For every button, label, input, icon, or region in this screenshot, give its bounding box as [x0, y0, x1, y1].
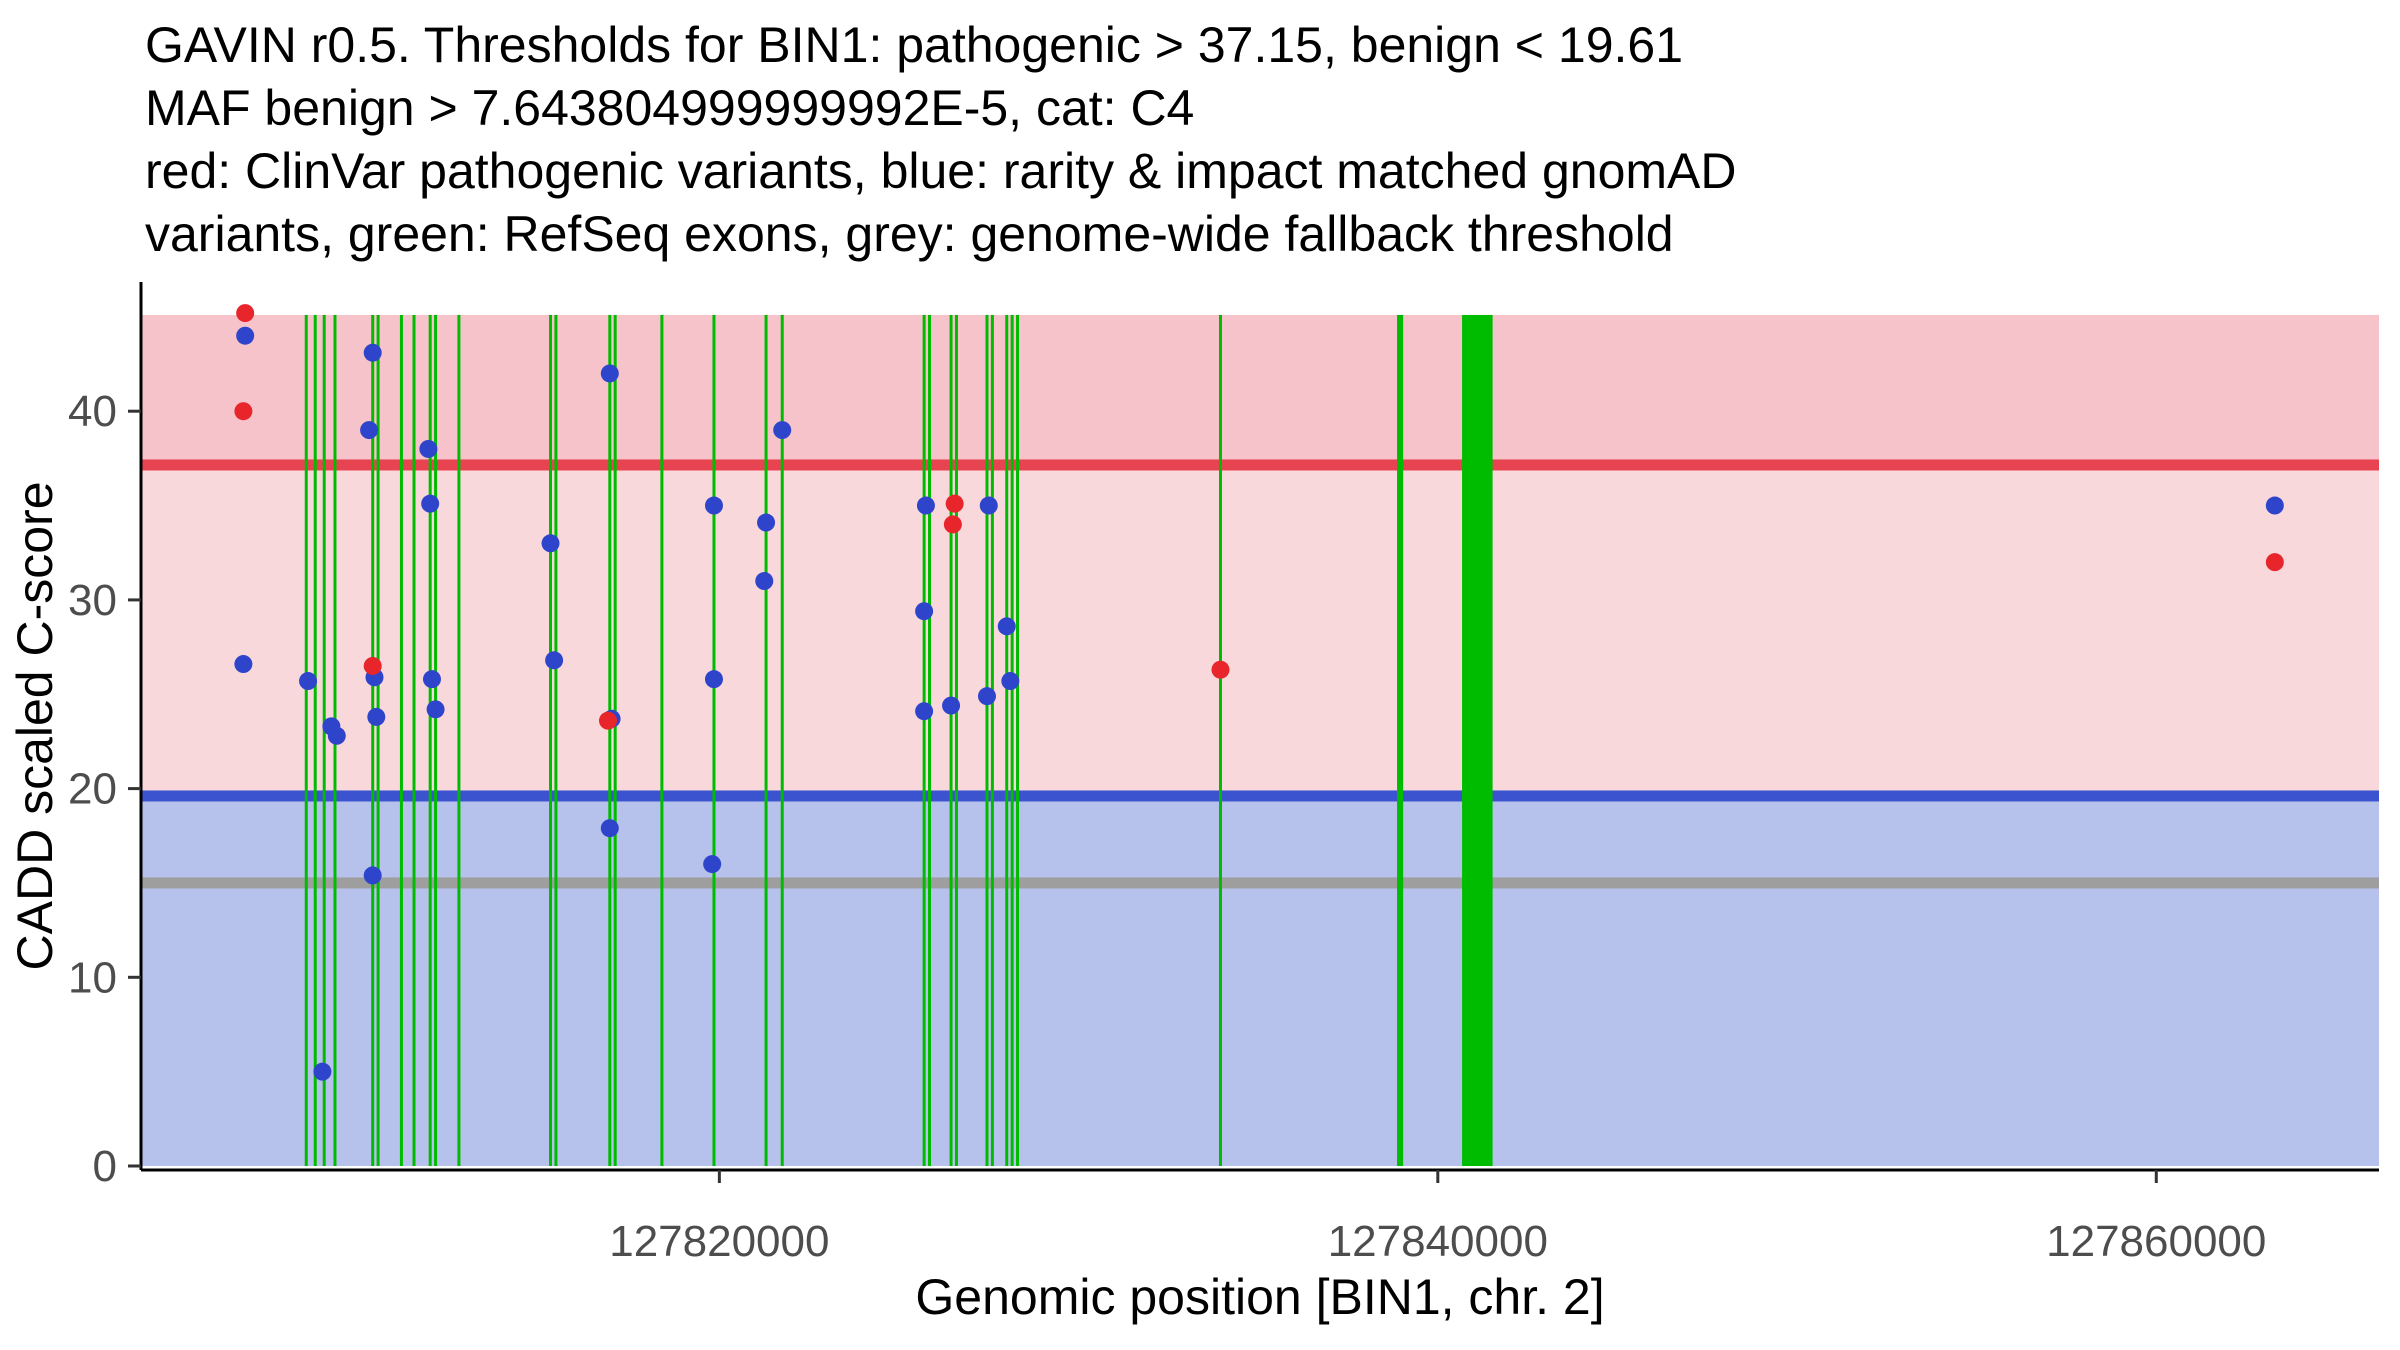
- pathogenic-band: [141, 314, 2379, 465]
- refseq-exon-line: [412, 314, 416, 1166]
- gnomad-matched-point: [915, 602, 934, 621]
- refseq-exon-line: [712, 314, 716, 1166]
- y-tick-label: 20: [68, 765, 117, 814]
- gnomad-matched-point: [419, 439, 438, 458]
- refseq-exon-line: [764, 314, 768, 1166]
- clinvar-pathogenic-point: [1211, 660, 1230, 679]
- clinvar-pathogenic-point: [598, 711, 617, 730]
- gnomad-matched-point: [234, 655, 253, 674]
- gnomad-matched-point: [422, 670, 441, 689]
- gnomad-matched-point: [600, 819, 619, 838]
- x-tick-label: 127820000: [609, 1217, 829, 1266]
- clinvar-pathogenic-point: [234, 402, 253, 421]
- y-tick-label: 30: [68, 576, 117, 625]
- x-tick-label: 127840000: [1328, 1217, 1548, 1266]
- benign-band: [141, 795, 2379, 1166]
- refseq-exon-line: [1462, 314, 1493, 1166]
- gnomad-matched-point: [363, 866, 382, 885]
- refseq-exon-line: [304, 314, 308, 1166]
- gnomad-matched-point: [755, 572, 774, 591]
- gnomad-matched-point: [236, 326, 255, 345]
- refseq-exon-line: [322, 314, 326, 1166]
- refseq-exon-line: [428, 314, 432, 1166]
- y-axis-title: CADD scaled C-score: [7, 481, 63, 970]
- refseq-exon-line: [660, 314, 664, 1166]
- genome-wide-fallback-threshold-line: [141, 877, 2379, 889]
- x-tick-label: 127860000: [2046, 1217, 2266, 1266]
- refseq-exon-line: [313, 314, 317, 1166]
- benign-threshold-line: [141, 790, 2379, 802]
- refseq-exon-line: [1016, 314, 1020, 1166]
- refseq-exon-line: [1397, 314, 1404, 1166]
- gnomad-matched-point: [942, 696, 961, 715]
- gnomad-matched-point: [997, 617, 1016, 636]
- refseq-exon-line: [376, 314, 380, 1166]
- refseq-exon-line: [554, 314, 558, 1166]
- gnomad-matched-point: [299, 672, 318, 691]
- refseq-exon-line: [928, 314, 932, 1166]
- gnomad-matched-point: [600, 364, 619, 383]
- clinvar-pathogenic-point: [236, 304, 255, 323]
- refseq-exon-line: [1005, 314, 1009, 1166]
- pathogenic-threshold-line: [141, 459, 2379, 471]
- gnomad-matched-point: [363, 343, 382, 362]
- refseq-exon-line: [985, 314, 989, 1166]
- title-line-1: GAVIN r0.5. Thresholds for BIN1: pathoge…: [145, 17, 1684, 73]
- gnomad-matched-point: [327, 726, 346, 745]
- refseq-exon-line: [990, 314, 994, 1166]
- gnomad-matched-point: [703, 855, 722, 874]
- y-tick-label: 40: [68, 387, 117, 436]
- gnomad-matched-point: [773, 421, 792, 440]
- gnomad-matched-point: [360, 421, 379, 440]
- title-line-2: MAF benign > 7.643804999999992E-5, cat: …: [145, 80, 1195, 136]
- refseq-exon-line: [1010, 314, 1014, 1166]
- clinvar-pathogenic-point: [363, 656, 382, 675]
- gnomad-matched-point: [545, 651, 564, 670]
- gnomad-matched-point: [313, 1062, 332, 1081]
- gnomad-matched-point: [916, 496, 935, 515]
- title-line-3: red: ClinVar pathogenic variants, blue: …: [145, 143, 1737, 199]
- y-tick-label: 10: [68, 953, 117, 1002]
- x-axis-title: Genomic position [BIN1, chr. 2]: [915, 1269, 1604, 1325]
- gnomad-matched-point: [1001, 672, 1020, 691]
- refseq-exon-line: [613, 314, 617, 1166]
- refseq-exon-line: [949, 314, 953, 1166]
- refseq-exon-line: [954, 314, 958, 1166]
- gnomad-matched-point: [704, 496, 723, 515]
- gnomad-matched-point: [704, 670, 723, 689]
- grey-zone-band: [141, 464, 2379, 796]
- refseq-exon-line: [608, 314, 612, 1166]
- refseq-exon-line: [549, 314, 553, 1166]
- refseq-exon-line: [434, 314, 438, 1166]
- refseq-exon-line: [922, 314, 926, 1166]
- gnomad-matched-point: [977, 687, 996, 706]
- refseq-exon-line: [457, 314, 461, 1166]
- title-line-4: variants, green: RefSeq exons, grey: gen…: [145, 206, 1674, 262]
- gnomad-matched-point: [915, 702, 934, 721]
- gnomad-matched-point: [426, 700, 445, 719]
- y-tick-label: 0: [93, 1142, 117, 1191]
- gnomad-matched-point: [541, 534, 560, 553]
- refseq-exon-line: [780, 314, 784, 1166]
- gnomad-matched-point: [367, 707, 386, 726]
- clinvar-pathogenic-point: [2265, 553, 2284, 572]
- gnomad-matched-point: [421, 494, 440, 513]
- plot-title: GAVIN r0.5. Thresholds for BIN1: pathoge…: [145, 14, 1736, 266]
- refseq-exon-line: [371, 314, 375, 1166]
- clinvar-pathogenic-point: [943, 515, 962, 534]
- gnomad-matched-point: [979, 496, 998, 515]
- gnomad-matched-point: [2265, 496, 2284, 515]
- gnomad-matched-point: [757, 513, 776, 532]
- refseq-exon-line: [399, 314, 403, 1166]
- clinvar-pathogenic-point: [945, 494, 964, 513]
- refseq-exon-line: [1218, 314, 1222, 1166]
